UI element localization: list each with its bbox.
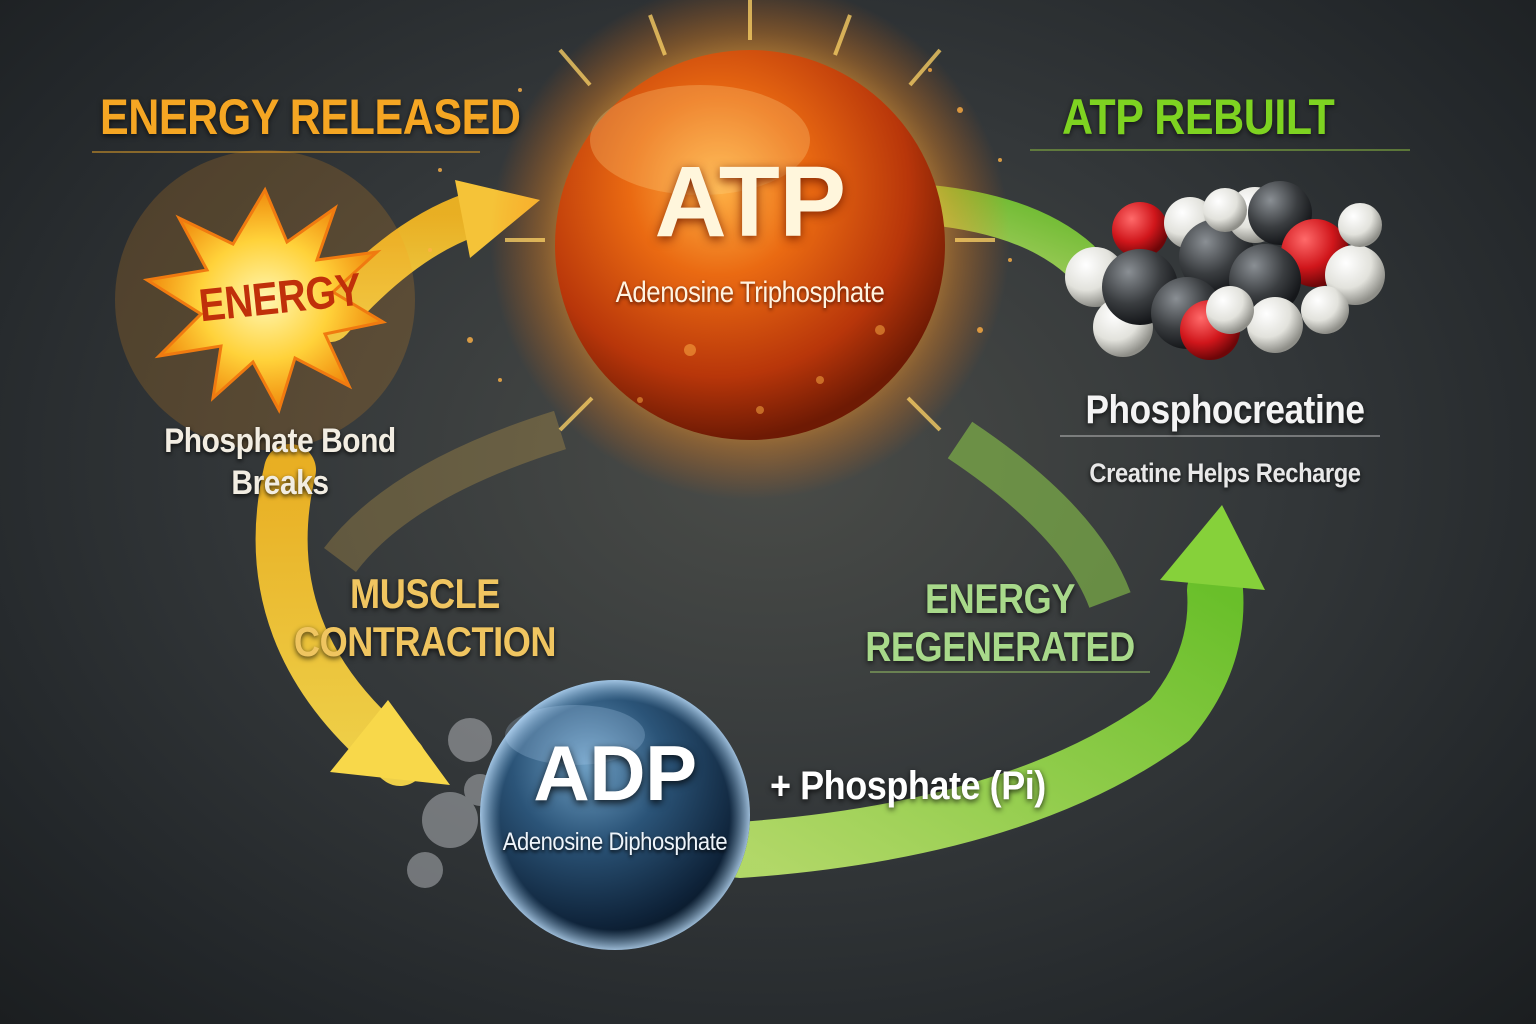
atp-orb: [555, 50, 945, 440]
arrow-muscle-contraction: [255, 444, 426, 786]
phosphate-pi-label: + Phosphate (Pi): [770, 764, 1046, 808]
atp-title: ATP: [654, 146, 846, 258]
arrow-energy-regenerated: [712, 562, 1244, 878]
adp-subtitle: Adenosine Diphosphate: [502, 828, 728, 856]
atp-subtitle: Adenosine Triphosphate: [615, 276, 885, 309]
atp-rebuilt-heading: ATP REBUILT: [1062, 89, 1335, 145]
energy-regenerated-label: ENERGY REGENERATED: [865, 575, 1135, 670]
energy-burst-icon: [115, 150, 415, 450]
energy-released-heading: ENERGY RELEASED: [100, 89, 521, 145]
arrow-head-energy-regenerated: [1160, 505, 1265, 590]
muscle-contraction-label: MUSCLE CONTRACTION: [293, 570, 557, 665]
phosphocreatine-title: Phosphocreatine: [1085, 388, 1365, 432]
phosphocreatine-molecule-icon: [1065, 181, 1385, 360]
adp-smoke: [407, 718, 496, 888]
adp-title: ADP: [533, 729, 697, 817]
atp-rays: [505, 0, 995, 432]
arrow-head-muscle-contraction: [330, 700, 450, 785]
phosphate-bond-caption: Phosphate Bond Breaks: [164, 422, 396, 502]
arrow-inner-regeneration: [947, 421, 1131, 609]
creatine-helps-caption: Creatine Helps Recharge: [1089, 458, 1361, 488]
